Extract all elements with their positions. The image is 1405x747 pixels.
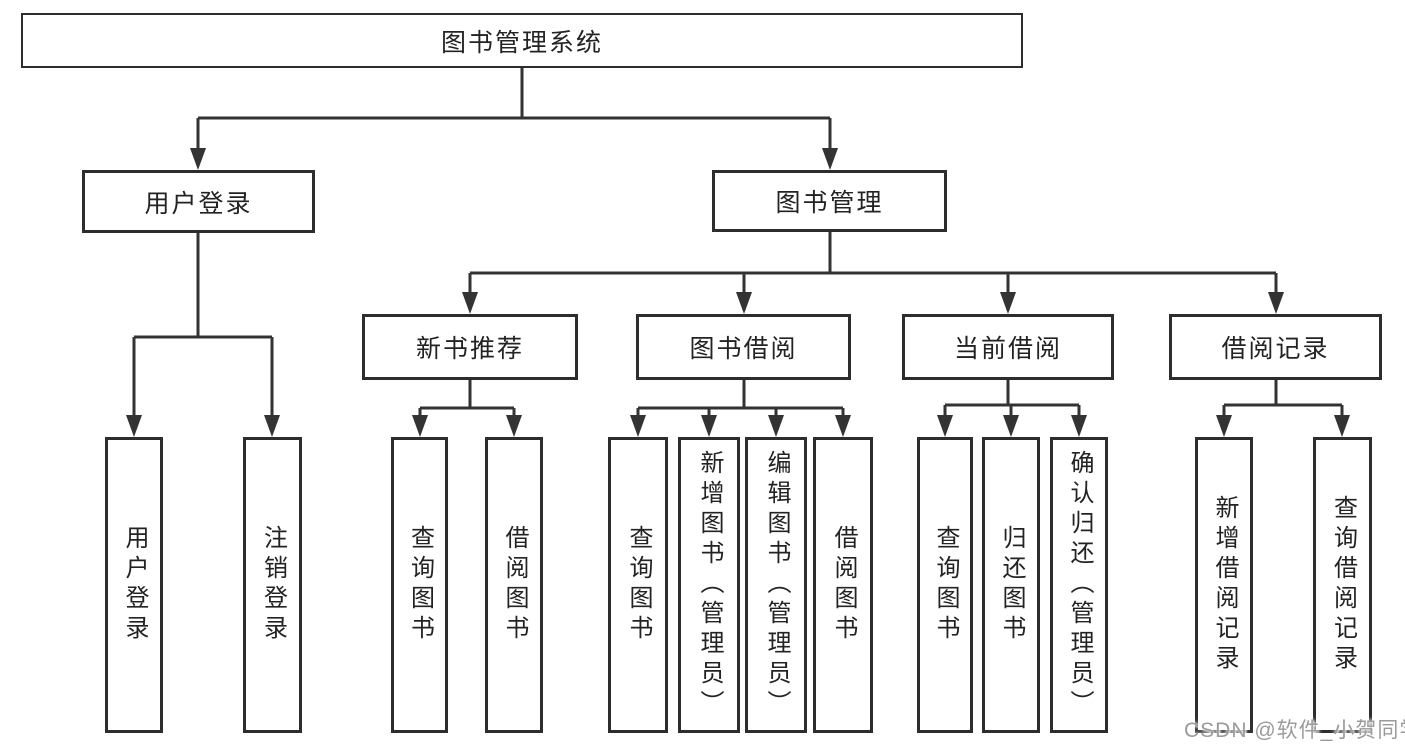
leaf-query-book-1: 查询图书 (391, 437, 448, 733)
connector-book-borrow (636, 380, 845, 415)
leaf-label: 借阅图书 (501, 525, 528, 645)
leaf-label: 用户登录 (121, 525, 148, 645)
arrowhead (835, 415, 851, 437)
node-book-management: 图书管理 (712, 170, 947, 232)
arrowhead (1216, 415, 1232, 437)
arrowheads (126, 148, 1350, 437)
leaf-user-login: 用户登录 (105, 437, 163, 733)
leaf-logout: 注销登录 (243, 437, 302, 733)
node-library-system: 图书管理系统 (21, 13, 1023, 68)
connector-borrow-record (1222, 380, 1344, 415)
leaf-label: 借阅图书 (830, 525, 857, 645)
leaf-borrow-book-1: 借阅图书 (485, 437, 543, 733)
leaf-label: 查询图书 (406, 525, 434, 645)
leaf-label: 新增借阅记录 (1211, 495, 1238, 675)
arrowhead (462, 292, 478, 314)
connector-book-management (468, 232, 1278, 292)
arrowhead (736, 292, 752, 314)
leaf-add-book-admin: 新增图书（管理员） (678, 437, 740, 733)
node-borrow-record: 借阅记录 (1169, 314, 1382, 380)
leaf-label: 归还图书 (998, 525, 1025, 645)
leaf-query-book-3: 查询图书 (917, 437, 973, 733)
node-book-borrow: 图书借阅 (636, 314, 851, 380)
connector-root (196, 68, 832, 150)
node-current-borrow: 当前借阅 (902, 314, 1114, 380)
arrowhead (126, 415, 142, 437)
connector-current-borrow (943, 380, 1081, 415)
connector-user-login (132, 233, 274, 415)
arrowhead (1071, 415, 1087, 437)
leaf-return-book: 归还图书 (982, 437, 1040, 733)
leaf-label: 查询图书 (625, 525, 652, 645)
watermark: CSDN @软件_小贺同学 (1184, 719, 1405, 742)
arrowhead (768, 415, 784, 437)
leaf-borrow-book-2: 借阅图书 (813, 437, 873, 733)
leaf-confirm-return-admin: 确认归还（管理员） (1050, 437, 1108, 733)
leaf-label: 编辑图书（管理员） (763, 450, 790, 720)
leaf-label: 确认归还（管理员） (1066, 450, 1093, 720)
node-user-login: 用户登录 (82, 170, 315, 233)
arrowhead (506, 415, 522, 437)
arrowhead (264, 415, 280, 437)
arrowhead (190, 148, 206, 170)
arrowhead (822, 148, 838, 170)
leaf-label: 新增图书（管理员） (696, 450, 723, 720)
leaf-label: 注销登录 (259, 525, 287, 645)
node-new-book-recommend: 新书推荐 (362, 314, 578, 380)
arrowhead (1003, 415, 1019, 437)
arrowhead (937, 415, 953, 437)
leaf-label: 查询图书 (932, 525, 959, 645)
arrowhead (701, 415, 717, 437)
arrowhead (1000, 292, 1016, 314)
arrowhead (1268, 292, 1284, 314)
arrowhead (630, 415, 646, 437)
leaf-query-borrow-record: 查询借阅记录 (1313, 437, 1372, 733)
leaf-add-borrow-record: 新增借阅记录 (1195, 437, 1253, 733)
leaf-edit-book-admin: 编辑图书（管理员） (745, 437, 807, 733)
leaf-query-book-2: 查询图书 (608, 437, 668, 733)
connector-new-book-recommend (418, 380, 516, 415)
leaf-label: 查询借阅记录 (1329, 495, 1357, 675)
arrowhead (412, 415, 428, 437)
arrowhead (1334, 415, 1350, 437)
